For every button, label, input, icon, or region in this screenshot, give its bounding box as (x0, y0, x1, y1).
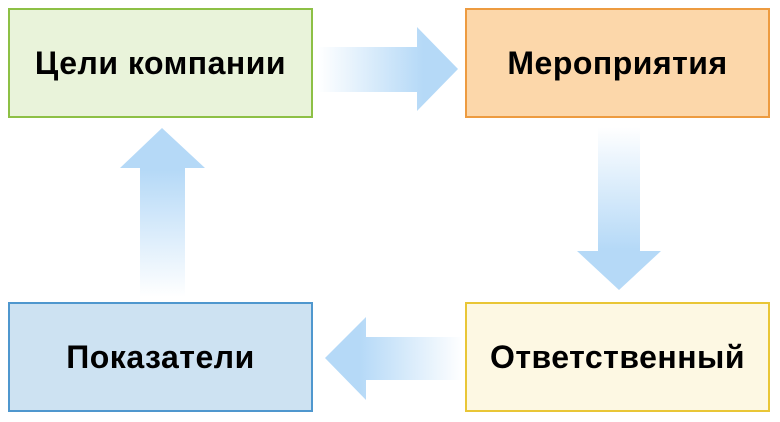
arrow-down-activities-to-responsible-icon (577, 127, 661, 290)
arrow-left-responsible-to-indicators-icon (325, 317, 463, 400)
node-company-goals-label: Цели компании (34, 44, 287, 81)
arrow-right-goals-to-activities-icon (318, 27, 458, 111)
node-responsible-label: Ответственный (489, 338, 746, 375)
node-indicators-label: Показатели (66, 338, 255, 375)
node-indicators: Показатели (8, 302, 313, 412)
node-activities-label: Мероприятия (507, 44, 728, 81)
arrow-up-indicators-to-goals-icon (120, 128, 205, 297)
node-activities: Мероприятия (465, 8, 770, 118)
node-responsible: Ответственный (465, 302, 770, 412)
node-company-goals: Цели компании (8, 8, 313, 118)
